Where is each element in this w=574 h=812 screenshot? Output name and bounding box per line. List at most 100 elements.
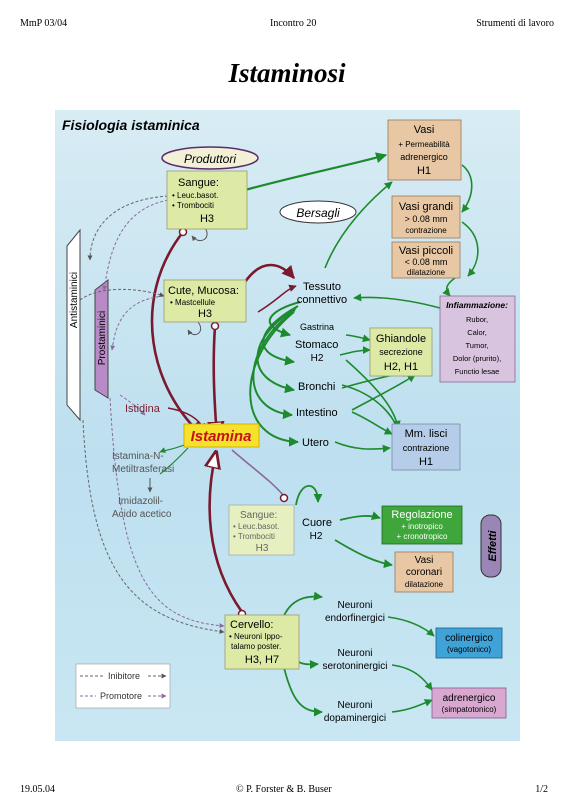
svg-text:• Trombociti: • Trombociti [233, 532, 275, 541]
svg-text:Acido acetico: Acido acetico [112, 509, 172, 520]
svg-text:dilatazione: dilatazione [407, 268, 446, 277]
sangue-cuore-box: Sangue: • Leuc.basot. • Trombociti H3 [228, 504, 295, 556]
svg-text:Effetti: Effetti [487, 530, 499, 562]
svg-text:Regolazione: Regolazione [391, 509, 452, 521]
svg-text:Vasi: Vasi [414, 124, 435, 136]
svg-text:Functio lesae: Functio lesae [455, 367, 500, 376]
svg-text:contrazione: contrazione [405, 226, 447, 235]
diagram-panel: Fisiologia istaminica Produttori Bersagl… [55, 110, 520, 741]
svg-text:< 0.08 mm: < 0.08 mm [405, 257, 448, 267]
vasi-piccoli-box: Vasi piccoli < 0.08 mm dilatazione [391, 241, 461, 279]
svg-text:Sangue:: Sangue: [240, 510, 277, 521]
prostaminici-band: Prostaminici [94, 278, 109, 399]
svg-text:Neuroni: Neuroni [337, 648, 372, 659]
cervello-box: Cervello: • Neuroni Ippo- talamo poster.… [224, 614, 300, 670]
effetti-label: Effetti [480, 514, 502, 578]
neuroni-dopaminergici-label: Neuroni dopaminergici [324, 700, 386, 724]
vasi-box: Vasi + Permeabilità adrenergico H1 [387, 119, 462, 181]
svg-text:colinergico: colinergico [445, 633, 493, 644]
footer-center: © P. Forster & B. Buser [236, 784, 332, 795]
svg-text:H2: H2 [311, 353, 324, 364]
svg-text:+ Permeabilità: + Permeabilità [398, 140, 450, 149]
sangue-produttore-box: Sangue: • Leuc.basot. • Trombociti H3 [166, 170, 248, 230]
svg-text:Stomaco: Stomaco [295, 339, 338, 351]
svg-text:coronari: coronari [406, 567, 442, 578]
regolazione-box: Regolazione + inotropico + cronotropico [381, 505, 463, 545]
svg-text:Vasi piccoli: Vasi piccoli [399, 245, 453, 257]
svg-text:Calor,: Calor, [467, 328, 487, 337]
svg-text:serotoninergici: serotoninergici [322, 661, 387, 672]
tessuto-label: Tessuto connettivo [297, 281, 347, 306]
gastrina-label: Gastrina [300, 322, 334, 332]
svg-text:Neuroni: Neuroni [337, 700, 372, 711]
cuore-label: Cuore H2 [302, 517, 332, 542]
colinergico-box: colinergico (vagotonico) [435, 627, 503, 659]
svg-text:dopaminergici: dopaminergici [324, 713, 386, 724]
legend: Inibitore Promotore [75, 663, 171, 709]
page-title: Istaminosi [228, 58, 346, 88]
connectors [79, 152, 479, 717]
ghiandole-box: Ghiandole secrezione H2, H1 [369, 327, 433, 377]
legend-promotore: Promotore [100, 691, 142, 701]
footer-left: 19.05.04 [20, 784, 55, 795]
svg-text:Cute, Mucosa:: Cute, Mucosa: [168, 285, 239, 297]
svg-text:H3: H3 [200, 213, 214, 225]
svg-text:Vasi: Vasi [415, 555, 434, 566]
footer-right: 1/2 [535, 784, 548, 795]
svg-text:dilatazione: dilatazione [405, 580, 444, 589]
svg-text:endorfinergici: endorfinergici [325, 613, 385, 624]
svg-text:+ cronotropico: + cronotropico [397, 532, 448, 541]
diagram-heading: Fisiologia istaminica [62, 117, 200, 133]
svg-text:H2: H2 [310, 531, 323, 542]
svg-text:Vasi grandi: Vasi grandi [399, 201, 453, 213]
adrenergico-box: adrenergico (simpatotonico) [431, 687, 507, 719]
svg-text:• Leuc.basot.: • Leuc.basot. [172, 191, 218, 200]
header-left: MmP 03/04 [20, 18, 68, 29]
svg-text:(vagotonico): (vagotonico) [447, 645, 491, 654]
istamina-label: Istamina [183, 423, 260, 448]
stomaco-label: Stomaco H2 [295, 339, 338, 364]
svg-text:Antistaminici: Antistaminici [69, 272, 80, 328]
svg-text:Neuroni: Neuroni [337, 600, 372, 611]
svg-text:Istamina: Istamina [191, 428, 252, 445]
produttori-label: Produttori [161, 146, 259, 170]
bersagli-label: Bersagli [279, 200, 357, 224]
bronchi-label: Bronchi [298, 381, 335, 393]
neuroni-endorfinergici-label: Neuroni endorfinergici [325, 600, 385, 624]
svg-text:• Neuroni Ippo-: • Neuroni Ippo- [229, 632, 283, 641]
svg-text:• Trombociti: • Trombociti [172, 201, 214, 210]
svg-text:(simpatotonico): (simpatotonico) [442, 705, 497, 714]
svg-text:adrenergico: adrenergico [400, 152, 448, 162]
svg-text:Tessuto: Tessuto [303, 281, 341, 293]
svg-text:Metiltrasferasi: Metiltrasferasi [112, 464, 174, 475]
svg-text:> 0.08 mm: > 0.08 mm [405, 214, 448, 224]
svg-text:Istamina-N-: Istamina-N- [112, 451, 164, 462]
svg-text:Sangue:: Sangue: [178, 177, 219, 189]
svg-text:Prostaminici: Prostaminici [97, 311, 108, 365]
svg-text:• Leuc.basot.: • Leuc.basot. [233, 522, 279, 531]
svg-text:adrenergico: adrenergico [443, 693, 496, 704]
header-center: Incontro 20 [270, 18, 317, 29]
svg-text:Cuore: Cuore [302, 517, 332, 529]
svg-text:connettivo: connettivo [297, 294, 347, 306]
svg-text:Rubor,: Rubor, [466, 315, 488, 324]
svg-text:Cervello:: Cervello: [230, 619, 273, 631]
svg-text:Ghiandole: Ghiandole [376, 333, 426, 345]
svg-text:H1: H1 [419, 456, 433, 468]
vasi-coronari-box: Vasi coronari dilatazione [394, 551, 454, 593]
istidina-label: Istidina [125, 403, 161, 415]
svg-text:Infiammazione:: Infiammazione: [446, 300, 508, 310]
svg-text:H2, H1: H2, H1 [384, 361, 418, 373]
vasi-grandi-box: Vasi grandi > 0.08 mm contrazione [391, 195, 461, 239]
svg-text:Produttori: Produttori [184, 152, 236, 166]
metiltrasferasi-label: Istamina-N- Metiltrasferasi [112, 451, 174, 475]
svg-text:Dolor (prurito),: Dolor (prurito), [453, 354, 501, 363]
svg-text:H1: H1 [417, 165, 431, 177]
antistaminici-band: Antistaminici [66, 228, 81, 422]
svg-text:talamo poster.: talamo poster. [231, 642, 281, 651]
histamine-diagram: Fisiologia istaminica Produttori Bersagl… [62, 117, 516, 724]
infiammazione-box: Infiammazione: Rubor, Calor, Tumor, Dolo… [439, 295, 516, 383]
intestino-label: Intestino [296, 407, 338, 419]
svg-text:Imidazolil-: Imidazolil- [118, 496, 163, 507]
svg-text:H3, H7: H3, H7 [245, 654, 279, 666]
